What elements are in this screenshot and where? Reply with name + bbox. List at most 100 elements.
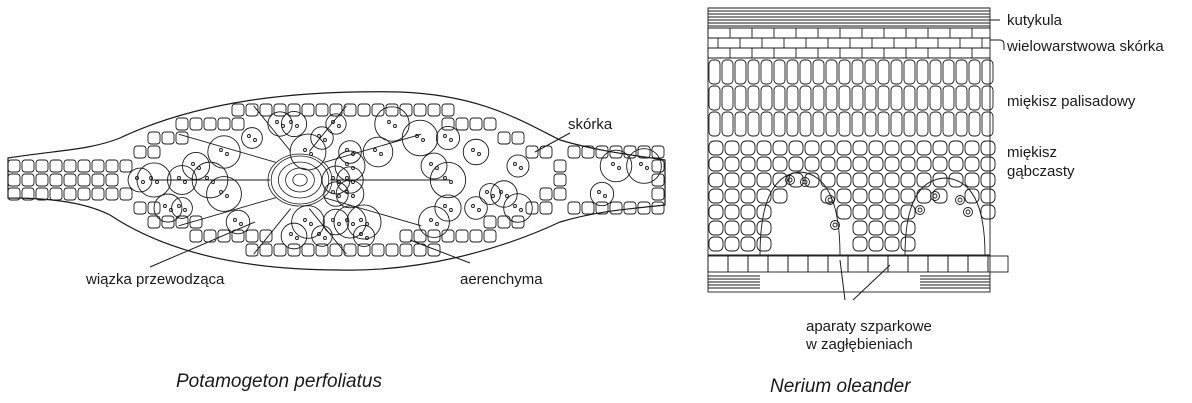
spongy-cell xyxy=(773,157,787,171)
spongy-cell xyxy=(853,237,867,251)
epidermis-cell xyxy=(484,216,496,228)
aerenchyma-cell xyxy=(465,197,488,220)
palisade-cell xyxy=(865,60,876,84)
stoma-ring xyxy=(916,206,925,215)
palisade-cell xyxy=(774,60,785,84)
lower-epidermis-cell xyxy=(908,256,928,272)
spongy-cell xyxy=(757,173,771,187)
epidermis-cell xyxy=(428,104,440,116)
spongy-cell xyxy=(709,141,723,155)
epidermis-cell xyxy=(92,174,104,186)
aerenchyma-cell xyxy=(480,184,501,205)
spongy-cell xyxy=(773,189,787,203)
cell-dot xyxy=(450,139,453,142)
cell-dot xyxy=(612,163,615,166)
palisade-cell xyxy=(852,112,863,136)
epidermis-cell xyxy=(428,230,440,242)
spongy-cell xyxy=(885,157,899,171)
epidermis-cell xyxy=(92,188,104,200)
cell-dot xyxy=(310,223,313,226)
epidermis-cell xyxy=(176,118,188,130)
nerium-leaf-cross-section xyxy=(708,8,1008,292)
spongy-cell xyxy=(965,157,979,171)
epidermis-cell xyxy=(218,118,230,130)
aerenchyma-cell xyxy=(419,207,450,238)
palisade-cell xyxy=(930,112,941,136)
aerenchyma-cell xyxy=(435,195,461,221)
caption-potamogeton: Potamogeton perfoliatus xyxy=(176,371,382,393)
lower-epidermis-cell xyxy=(828,256,848,272)
cell-dot xyxy=(142,181,145,184)
epidermis-cell xyxy=(232,230,244,242)
epidermis-cell xyxy=(134,202,146,214)
palisade-cell xyxy=(774,86,785,110)
cell-dot xyxy=(450,209,453,212)
palisade-cell xyxy=(969,112,980,136)
cell-dot xyxy=(346,177,349,180)
stoma-pore xyxy=(958,198,962,202)
epidermis-cell xyxy=(8,160,20,172)
palisade-cell xyxy=(917,112,928,136)
spongy-cell xyxy=(741,221,755,235)
spongy-cell xyxy=(933,141,947,155)
epidermis-cell xyxy=(246,104,258,116)
spongy-cell xyxy=(741,237,755,251)
epidermis-cell xyxy=(568,202,580,214)
palisade-cell xyxy=(904,112,915,136)
palisade-cell xyxy=(813,86,824,110)
aerenchyma-cell xyxy=(507,155,529,177)
epidermis-cell xyxy=(288,244,300,256)
spongy-cell xyxy=(709,221,723,235)
cell-dot xyxy=(304,219,307,222)
cell-dot xyxy=(360,219,363,222)
spongy-cell xyxy=(885,205,899,219)
palisade-cell xyxy=(930,86,941,110)
epidermis-cell xyxy=(358,104,370,116)
cell-dot xyxy=(296,237,299,240)
cell-dot xyxy=(486,191,489,194)
cell-dot xyxy=(444,177,447,180)
spongy-cell xyxy=(885,189,899,203)
cell-dot xyxy=(640,163,643,166)
cell-dot xyxy=(304,149,307,152)
epidermis-cell xyxy=(162,132,174,144)
epidermis-cell xyxy=(400,244,412,256)
label-w-zaglebieniach: w zagłębieniach xyxy=(806,336,913,353)
epidermis-cell xyxy=(596,146,608,158)
palisade-cell xyxy=(735,60,746,84)
stomatal-crypt xyxy=(760,172,840,255)
spongy-cell xyxy=(917,173,931,187)
caption-nerium: Nerium oleander xyxy=(770,376,910,398)
spongy-cell xyxy=(709,237,723,251)
spongy-cell xyxy=(869,205,883,219)
label-gabczasty: gąbczasty xyxy=(1007,163,1075,180)
epidermis-cell xyxy=(386,244,398,256)
septum-line xyxy=(179,134,276,162)
epidermis-cell xyxy=(302,244,314,256)
palisade-cell xyxy=(956,60,967,84)
spongy-cell xyxy=(853,173,867,187)
epidermis-cell xyxy=(64,174,76,186)
epidermis-cell xyxy=(176,132,188,144)
stoma-pore xyxy=(966,210,970,214)
palisade-cell xyxy=(891,60,902,84)
palisade-cell xyxy=(748,86,759,110)
epidermis-cell xyxy=(22,174,34,186)
epidermis-cell xyxy=(204,118,216,130)
epidermis-cell xyxy=(190,230,202,242)
epidermis-cell xyxy=(554,188,566,200)
palisade-cell xyxy=(982,112,993,136)
epidermis-cell xyxy=(78,188,90,200)
stoma-ring xyxy=(964,208,973,217)
palisade-cell xyxy=(735,112,746,136)
epidermis-cell xyxy=(512,132,524,144)
spongy-cell xyxy=(805,141,819,155)
epidermis-cell xyxy=(92,160,104,172)
epidermis-cell xyxy=(442,104,454,116)
lower-epidermis-cell xyxy=(748,256,768,272)
aerenchyma-cell xyxy=(353,225,374,246)
spongy-cell xyxy=(709,173,723,187)
spongy-cell xyxy=(709,189,723,203)
label-skorka: skórka xyxy=(568,116,612,133)
